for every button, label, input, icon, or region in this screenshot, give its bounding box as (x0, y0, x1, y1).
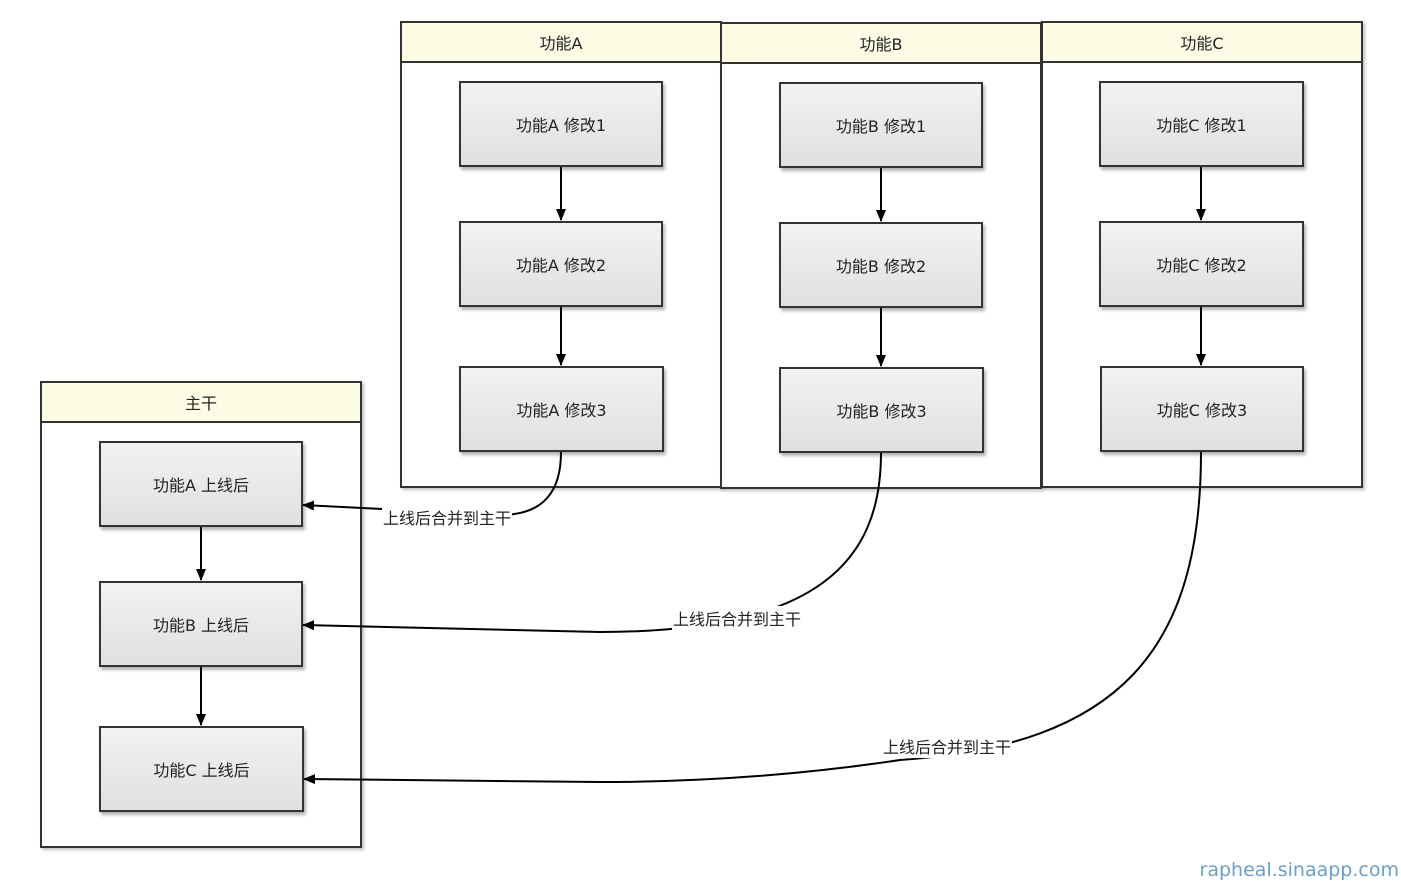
lane-feature-c-title: 功能C (1043, 23, 1361, 63)
node-feature-b-change-3: 功能B 修改3 (779, 367, 984, 453)
node-trunk-feature-a-released: 功能A 上线后 (99, 441, 303, 527)
node-feature-a-change-3: 功能A 修改3 (459, 366, 664, 452)
node-feature-c-change-2: 功能C 修改2 (1099, 221, 1304, 307)
edge-label-merge-a: 上线后合并到主干 (382, 505, 513, 529)
node-feature-a-change-2: 功能A 修改2 (459, 221, 663, 307)
edge-merge-b (302, 452, 882, 634)
lane-trunk-title: 主干 (42, 383, 360, 423)
node-trunk-feature-c-released: 功能C 上线后 (99, 726, 304, 812)
node-feature-a-change-1: 功能A 修改1 (459, 81, 663, 167)
lane-feature-b-title: 功能B (722, 24, 1040, 64)
node-feature-b-change-2: 功能B 修改2 (779, 222, 983, 308)
node-feature-c-change-1: 功能C 修改1 (1099, 81, 1304, 167)
node-feature-c-change-3: 功能C 修改3 (1100, 366, 1304, 452)
edge-label-merge-c: 上线后合并到主干 (882, 734, 1013, 758)
node-feature-b-change-1: 功能B 修改1 (779, 82, 983, 168)
lane-feature-a-title: 功能A (402, 23, 720, 63)
watermark: rapheal.sinaapp.com (1199, 859, 1399, 881)
edge-label-merge-b: 上线后合并到主干 (672, 606, 803, 630)
node-trunk-feature-b-released: 功能B 上线后 (99, 581, 303, 667)
